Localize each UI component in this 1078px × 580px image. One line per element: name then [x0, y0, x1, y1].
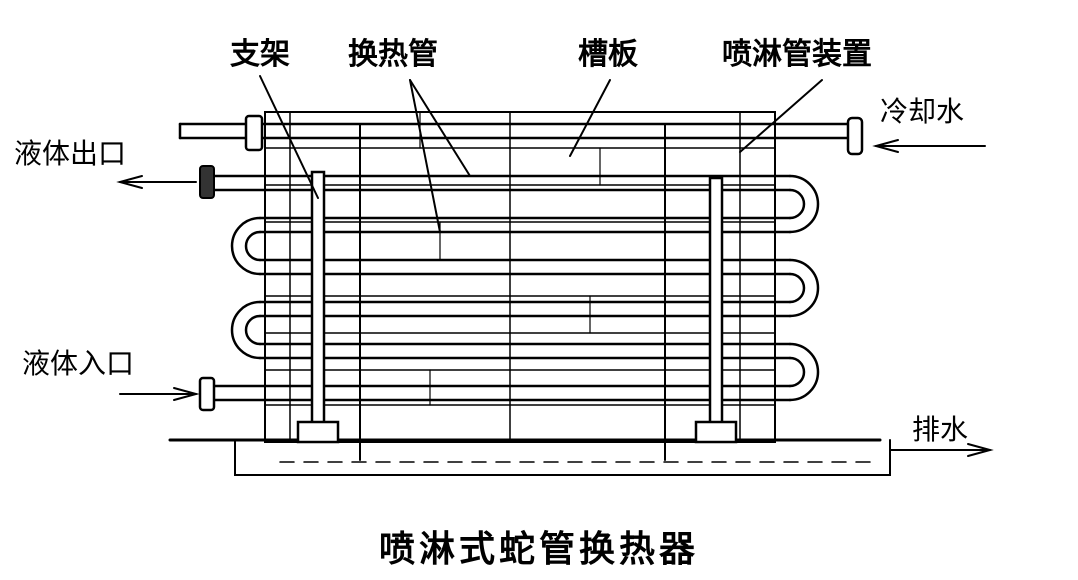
leader-spray — [739, 79, 823, 153]
leader-trough — [569, 79, 611, 157]
label-trough-plate: 槽板 — [578, 37, 638, 72]
trough-panel — [264, 111, 776, 461]
leader-tube-2 — [409, 79, 441, 233]
inlet-flange — [198, 376, 216, 412]
label-bracket: 支架 — [230, 37, 290, 72]
leader-bracket — [259, 75, 319, 199]
drain-basin — [234, 439, 891, 476]
leader-tube-1 — [409, 79, 471, 177]
bracket-right — [694, 176, 738, 444]
outlet-flange — [199, 165, 215, 199]
label-liquid-outlet: 液体出口 — [14, 137, 127, 170]
label-cooling-water: 冷却水 — [880, 95, 965, 128]
coil-tubes — [208, 174, 820, 402]
label-heat-tube: 换热管 — [348, 37, 438, 72]
figure-caption: 喷淋式蛇管换热器 — [378, 528, 699, 570]
label-spray-device: 喷淋管装置 — [722, 37, 872, 72]
spray-pipe — [178, 114, 864, 156]
label-drain: 排水 — [912, 413, 969, 446]
label-liquid-inlet: 液体入口 — [22, 347, 135, 380]
bracket-left — [296, 170, 340, 444]
